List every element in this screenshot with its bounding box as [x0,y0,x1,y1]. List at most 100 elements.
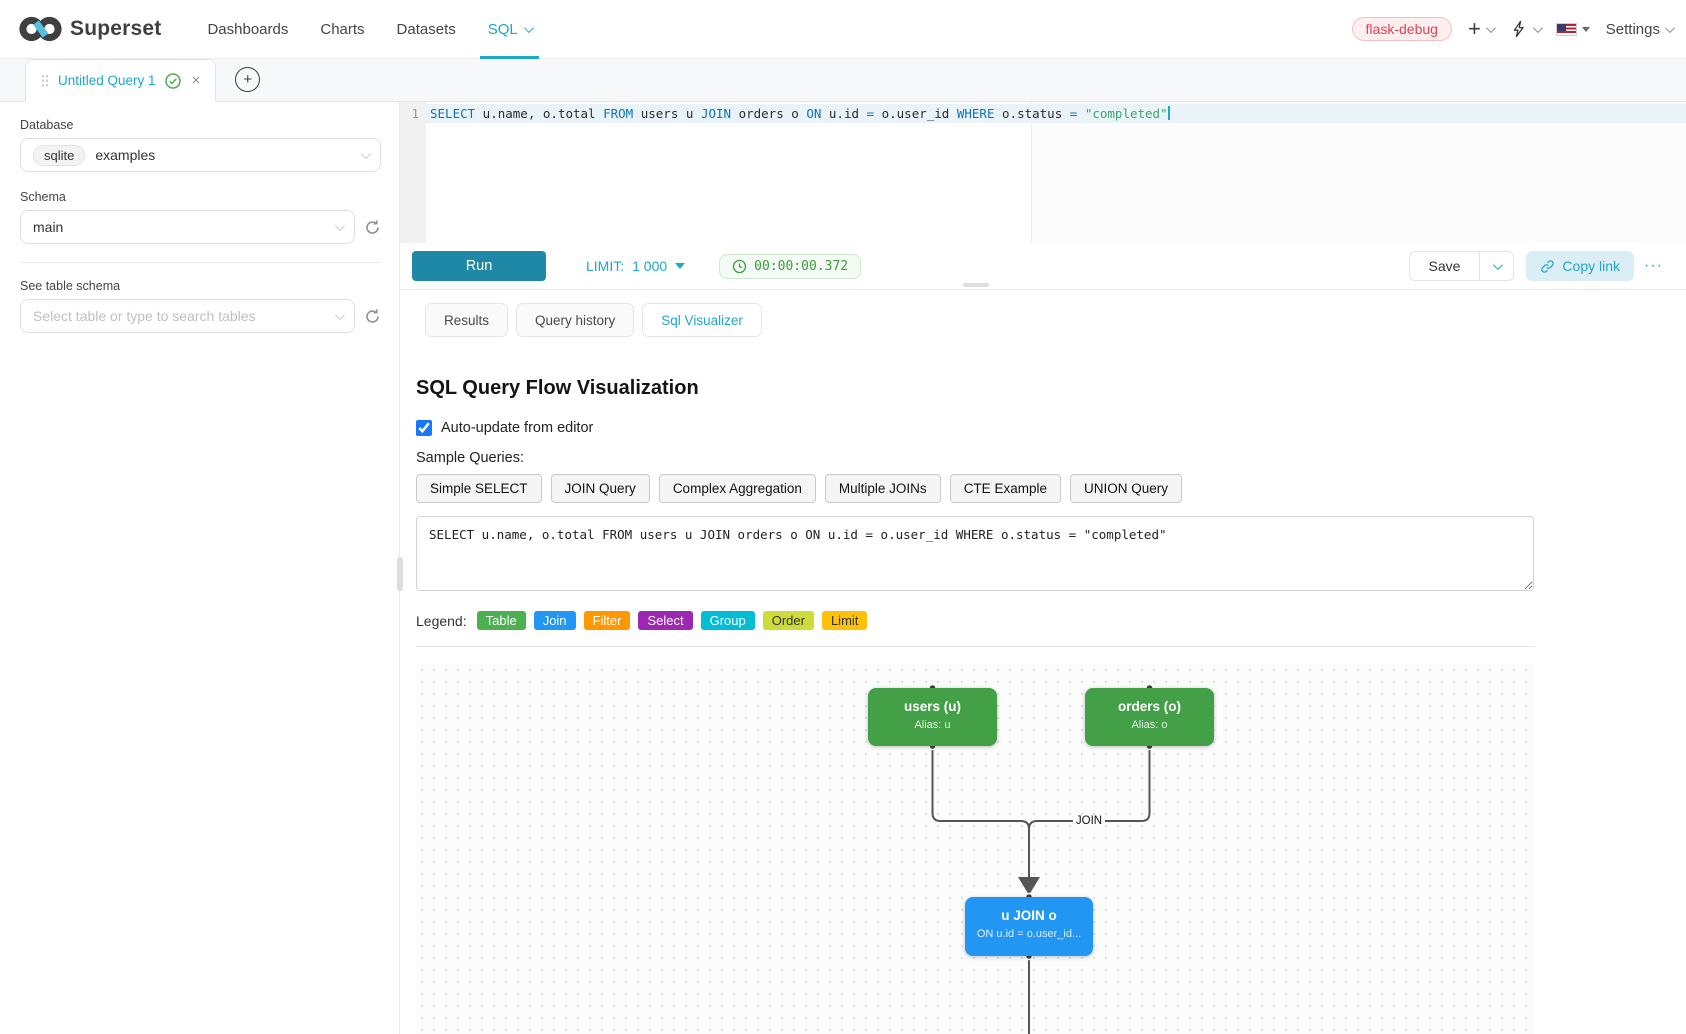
sample-simple-select-button[interactable]: Simple SELECT [416,474,542,503]
sql-keyword: SELECT [430,106,475,121]
flow-canvas[interactable]: users (u) Alias: u orders (o) Alias: o u… [416,664,1534,1034]
schema-select[interactable]: main [20,210,355,244]
lightning-bolt-icon [1509,18,1528,40]
tab-results[interactable]: Results [425,303,508,337]
query-input-textarea[interactable]: SELECT u.name, o.total FROM users u JOIN… [416,516,1534,591]
sample-complex-aggregation-button[interactable]: Complex Aggregation [659,474,816,503]
database-value: examples [95,147,155,163]
sql-keyword: WHERE [957,106,995,121]
sql-keyword: FROM [603,106,633,121]
legend-label: Legend: [416,613,467,629]
line-number: 1 [411,106,419,121]
auto-update-checkbox[interactable] [416,420,432,436]
node-title: orders (o) [1085,699,1214,714]
sql-text: orders o [731,106,806,121]
sql-keyword: JOIN [701,106,731,121]
join-edge-label: JOIN [1073,815,1105,827]
copy-link-label: Copy link [1562,258,1620,274]
sql-operator: = [867,106,875,121]
link-icon [1540,259,1555,274]
caret-down-icon [675,263,685,269]
plus-icon: + [1468,18,1481,40]
legend-divider [416,646,1534,647]
flow-node-users[interactable]: users (u) Alias: u [868,688,997,746]
database-engine-badge: sqlite [33,145,85,166]
chevron-down-icon [335,310,345,320]
close-tab-icon[interactable]: × [192,72,201,89]
auto-update-checkbox-row[interactable]: Auto-update from editor [416,420,1534,436]
limit-label: LIMIT: [586,258,624,274]
chevron-down-icon [524,23,534,33]
limit-value: 1 000 [632,258,667,274]
legend-chip-select: Select [638,611,692,630]
environment-badge: flask-debug [1352,17,1452,41]
sample-union-query-button[interactable]: UNION Query [1070,474,1182,503]
settings-label: Settings [1606,21,1660,38]
navbar-right: flask-debug + Settings [1352,17,1672,41]
sidebar-resize-handle[interactable] [397,557,403,591]
settings-menu[interactable]: Settings [1606,21,1672,38]
clock-icon [732,259,747,274]
sql-code-line: SELECT u.name, o.total FROM users u JOIN… [430,104,1170,123]
legend-chip-group: Group [701,611,755,630]
nav-item-sql-label: SQL [488,21,518,38]
chevron-down-icon [1493,260,1503,270]
tab-query-history[interactable]: Query history [516,303,634,337]
run-button[interactable]: Run [412,251,546,281]
query-search-menu[interactable] [1509,18,1540,40]
sidebar-divider [20,262,381,263]
sample-multiple-joins-button[interactable]: Multiple JOINs [825,474,941,503]
more-options-button[interactable]: ··· [1644,257,1663,275]
sql-text: users u [633,106,701,121]
limit-dropdown[interactable]: LIMIT: 1 000 [586,258,685,274]
save-button[interactable]: Save [1409,251,1481,281]
nav-item-dashboards[interactable]: Dashboards [191,0,304,59]
nav-item-datasets[interactable]: Datasets [381,0,472,59]
us-flag-icon [1556,23,1577,36]
edge-users-to-join [933,746,1030,886]
text-cursor [1168,106,1170,120]
legend-chip-table: Table [477,611,526,630]
tab-sql-visualizer[interactable]: Sql Visualizer [642,303,762,337]
sql-keyword: ON [806,106,821,121]
south-pane-tabs: Results Query history Sql Visualizer [425,303,1686,337]
legend-chip-filter: Filter [584,611,631,630]
legend-chip-limit: Limit [822,611,867,630]
superset-logo[interactable]: Superset [18,14,161,44]
chevron-down-icon [361,149,371,159]
sample-cte-example-button[interactable]: CTE Example [950,474,1061,503]
language-picker[interactable] [1556,23,1590,36]
south-pane-resize-handle[interactable] [963,283,989,287]
sql-text: o.user_id [874,106,957,121]
refresh-schemas-icon[interactable] [364,219,381,236]
refresh-tables-icon[interactable] [364,308,381,325]
main-nav: Dashboards Charts Datasets SQL [191,0,546,59]
nav-item-charts[interactable]: Charts [304,0,380,59]
table-schema-label: See table schema [20,279,381,293]
query-tab-title: Untitled Query 1 [58,73,156,88]
node-title: u JOIN o [965,908,1093,923]
copy-link-button[interactable]: Copy link [1526,251,1634,281]
schema-label: Schema [20,190,381,204]
database-select[interactable]: sqlite examples [20,138,381,172]
save-options-button[interactable] [1480,251,1514,281]
nav-item-sql[interactable]: SQL [472,0,547,59]
flow-node-join[interactable]: u JOIN o ON u.id = o.user_id... [965,897,1093,956]
chevron-down-icon [1533,23,1543,33]
chevron-down-icon [1486,23,1496,33]
query-tab-strip: Untitled Query 1 × + [0,59,1686,102]
table-select[interactable]: Select table or type to search tables [20,299,355,333]
drag-handle-icon[interactable] [41,74,49,87]
brand-name: Superset [70,17,161,41]
new-item-menu[interactable]: + [1468,18,1493,40]
query-tab-untitled-query-1[interactable]: Untitled Query 1 × [25,59,216,102]
database-label: Database [20,118,381,132]
flow-node-orders[interactable]: orders (o) Alias: o [1085,688,1214,746]
add-tab-button[interactable]: + [235,67,260,92]
top-navbar: Superset Dashboards Charts Datasets SQL … [0,0,1686,59]
sql-visualizer-panel: SQL Query Flow Visualization Auto-update… [400,337,1534,1034]
sample-join-query-button[interactable]: JOIN Query [551,474,650,503]
sql-text [1077,106,1085,121]
schema-value: main [33,219,63,235]
sql-code-editor[interactable]: 1 SELECT u.name, o.total FROM users u JO… [400,102,1686,243]
